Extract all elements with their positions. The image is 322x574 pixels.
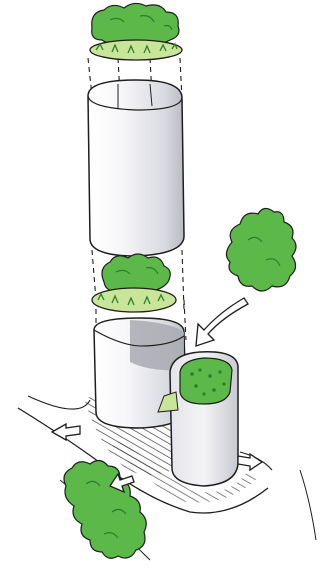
roof-disc bbox=[90, 40, 182, 60]
upper-tower bbox=[88, 80, 184, 256]
roof-tree-canopy bbox=[92, 3, 179, 45]
annex-green-roof bbox=[180, 358, 232, 404]
arrow-left bbox=[52, 424, 80, 440]
street-tree-left bbox=[64, 460, 146, 558]
arrow-curved bbox=[196, 298, 248, 346]
sky-tree-canopy bbox=[102, 254, 170, 293]
arrow-right bbox=[238, 454, 262, 470]
street-tree-right bbox=[226, 208, 296, 291]
roof-garden bbox=[90, 3, 182, 60]
sky-garden bbox=[92, 254, 176, 312]
